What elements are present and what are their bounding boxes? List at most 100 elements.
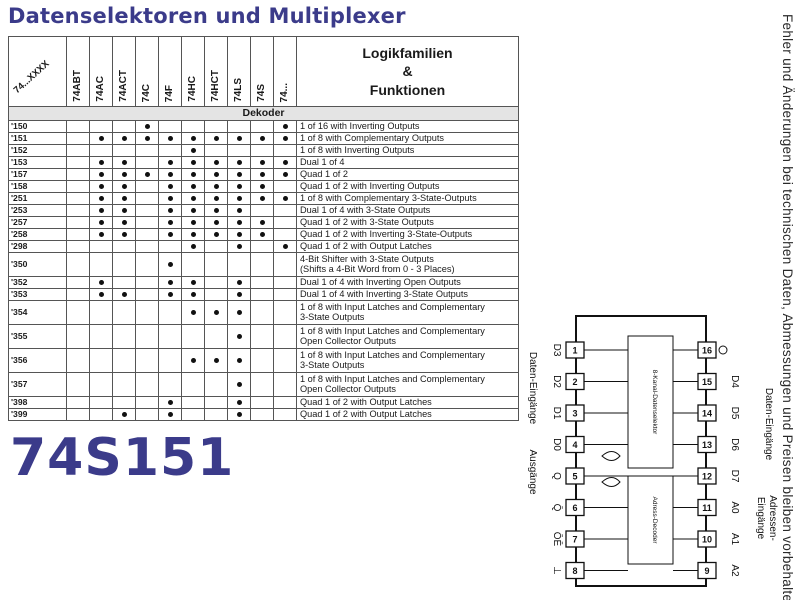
family-cell	[227, 132, 251, 145]
ic-outline	[575, 315, 707, 587]
family-cell	[250, 144, 274, 157]
function-line: 3-State Outputs	[300, 360, 365, 370]
available-dot-icon	[98, 195, 104, 201]
table-header-row: 74...XXXX 74ABT 74AC 74ACT 74C 74F 74HC …	[8, 36, 519, 107]
family-cell	[250, 180, 274, 193]
type-cell: '356	[8, 348, 67, 373]
family-cell	[66, 324, 90, 349]
function-line: Quad 1 of 2 with Inverting 3-State-Outpu…	[300, 229, 473, 239]
available-dot-icon	[98, 207, 104, 213]
function-line: 1 of 16 with Inverting Outputs	[300, 121, 420, 131]
family-cell	[227, 372, 251, 397]
available-dot-icon	[190, 291, 196, 297]
available-dot-icon	[259, 195, 265, 201]
family-cell	[273, 288, 297, 301]
available-dot-icon	[282, 159, 288, 165]
family-cell	[273, 228, 297, 241]
available-dot-icon	[213, 159, 219, 165]
family-cell	[181, 276, 205, 289]
family-cell	[66, 180, 90, 193]
available-dot-icon	[259, 159, 265, 165]
available-dot-icon	[167, 219, 173, 225]
available-dot-icon	[121, 135, 127, 141]
pin-label: Q	[551, 472, 562, 480]
available-dot-icon	[167, 207, 173, 213]
family-header: 74...	[273, 36, 297, 107]
available-dot-icon	[236, 243, 242, 249]
family-cell	[227, 144, 251, 157]
family-cell	[204, 408, 228, 421]
family-cell	[135, 180, 159, 193]
family-cell	[112, 204, 136, 217]
available-dot-icon	[236, 231, 242, 237]
family-cell	[227, 240, 251, 253]
function-line: Quad 1 of 2 with Inverting Outputs	[300, 181, 440, 191]
available-dot-icon	[144, 171, 150, 177]
family-cell	[89, 120, 113, 133]
type-cell: '350	[8, 252, 67, 277]
family-cell	[273, 408, 297, 421]
family-cell	[181, 372, 205, 397]
family-cell	[158, 408, 182, 421]
type-cell: '354	[8, 300, 67, 325]
family-cell	[273, 324, 297, 349]
available-dot-icon	[259, 135, 265, 141]
family-cell	[158, 348, 182, 373]
pin-label: D1	[551, 407, 562, 420]
family-cell	[112, 120, 136, 133]
family-cell	[227, 300, 251, 325]
function-cell: Dual 1 of 4	[296, 156, 519, 169]
function-cell: 1 of 8 with Inverting Outputs	[296, 144, 519, 157]
family-cell	[227, 156, 251, 169]
family-cell	[204, 300, 228, 325]
type-cell: '398	[8, 396, 67, 409]
family-cell	[135, 252, 159, 277]
available-dot-icon	[236, 207, 242, 213]
available-dot-icon	[213, 171, 219, 177]
available-dot-icon	[121, 207, 127, 213]
available-dot-icon	[121, 231, 127, 237]
function-cell: 1 of 8 with Input Latches and Complement…	[296, 372, 519, 397]
family-cell	[66, 252, 90, 277]
available-dot-icon	[236, 357, 242, 363]
pin-label: D7	[729, 470, 740, 483]
pin-label: D4	[729, 375, 740, 388]
family-cell	[135, 120, 159, 133]
family-header: 74F	[158, 36, 182, 107]
available-dot-icon	[213, 195, 219, 201]
function-line: 1 of 8 with Inverting Outputs	[300, 145, 415, 155]
available-dot-icon	[167, 159, 173, 165]
available-dot-icon	[236, 219, 242, 225]
section-label: Dekoder	[8, 106, 519, 121]
family-cell	[89, 396, 113, 409]
pin-number: 6	[572, 503, 577, 513]
available-dot-icon	[144, 135, 150, 141]
family-cell	[135, 228, 159, 241]
functions-header-line: Funktionen	[369, 81, 446, 98]
available-dot-icon	[121, 183, 127, 189]
family-cell	[158, 156, 182, 169]
family-cell	[66, 228, 90, 241]
family-header: 74LS	[227, 36, 251, 107]
function-cell: Quad 1 of 2 with Output Latches	[296, 408, 519, 421]
family-cell	[273, 132, 297, 145]
functions-header: Logikfamilien & Funktionen	[296, 36, 519, 107]
pin-label: D6	[729, 438, 740, 451]
available-dot-icon	[282, 195, 288, 201]
type-cell: '251	[8, 192, 67, 205]
family-cell	[181, 408, 205, 421]
available-dot-icon	[213, 135, 219, 141]
available-dot-icon	[167, 291, 173, 297]
family-cell	[250, 132, 274, 145]
type-cell: '258	[8, 228, 67, 241]
function-cell: Dual 1 of 4 with Inverting 3-State Outpu…	[296, 288, 519, 301]
family-cell	[181, 396, 205, 409]
family-cell	[158, 252, 182, 277]
